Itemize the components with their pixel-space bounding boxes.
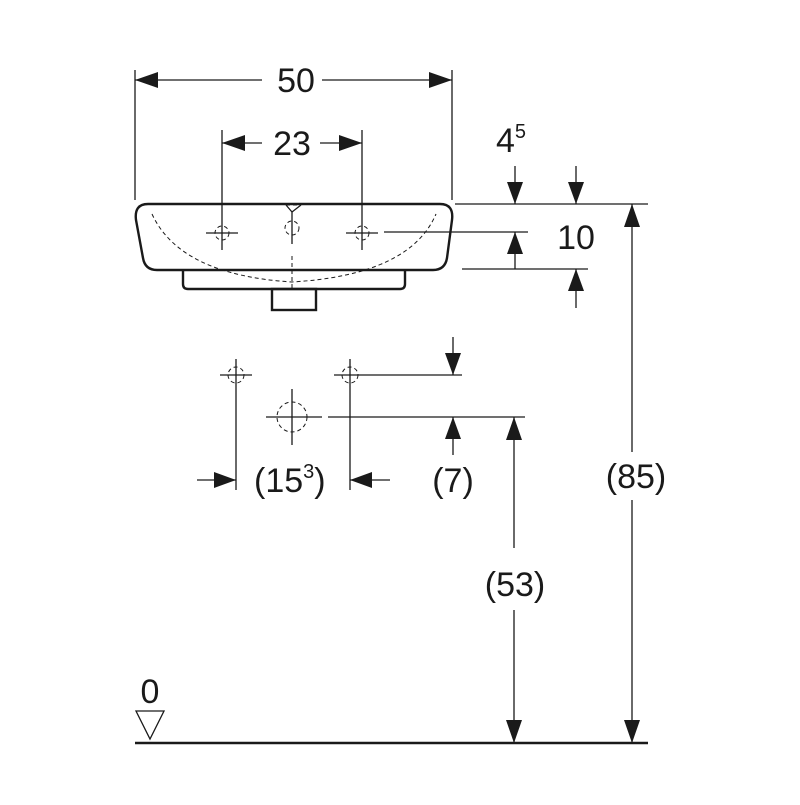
basin-depth-dimension: 10 <box>384 219 595 308</box>
tap-spacing-label: 23 <box>273 125 311 163</box>
waste-height-dimension: (53) <box>485 417 545 743</box>
rim-thickness-label: 45 <box>496 121 526 160</box>
tap-spacing-dimension: 23 <box>221 125 363 250</box>
waste-height-label: (53) <box>485 566 545 604</box>
rim-height-label: (85) <box>606 458 666 496</box>
rim-height-dimension: (85) <box>606 204 666 743</box>
hole-spacing-dimension: (153) <box>197 461 390 500</box>
floor-level: 0 <box>134 673 648 745</box>
rim-thickness-dimension: 45 <box>455 121 648 205</box>
floor-level-label: 0 <box>141 673 160 711</box>
width-dimension: 50 <box>134 62 453 200</box>
hole-offset-dimension: (7) <box>432 337 474 500</box>
washbasin-outline <box>134 202 454 312</box>
wall-connections <box>220 359 525 490</box>
width-label: 50 <box>277 62 315 100</box>
basin-depth-label: 10 <box>557 219 595 257</box>
level-triangle-icon <box>134 710 166 741</box>
hole-offset-label: (7) <box>432 462 474 500</box>
hole-spacing-label: (153) <box>254 461 326 500</box>
